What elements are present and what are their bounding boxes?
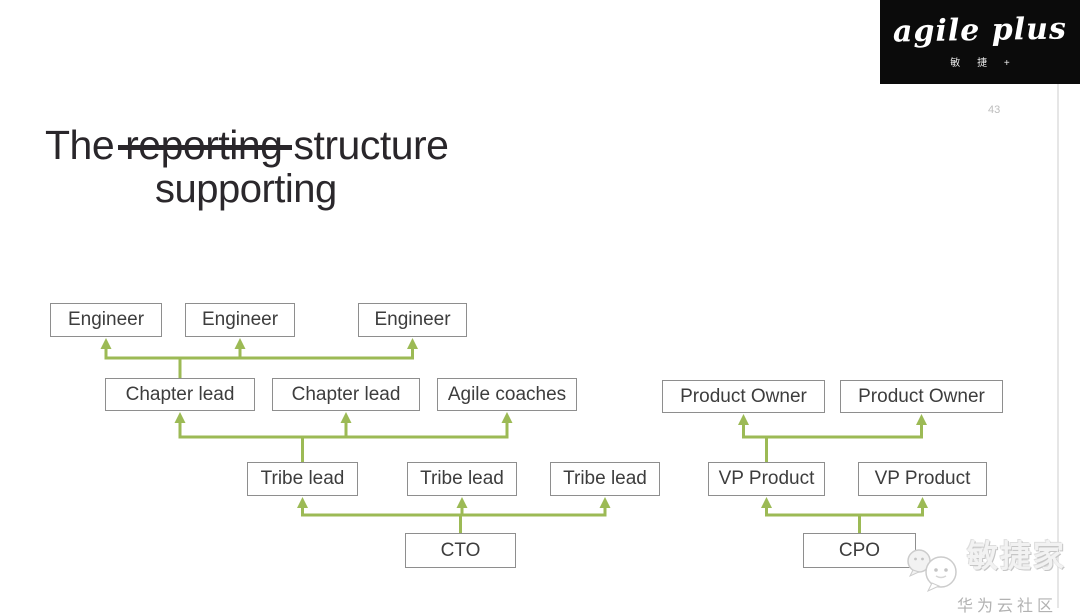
org-node-po2: Product Owner (840, 380, 1003, 413)
org-node-tl2: Tribe lead (407, 462, 517, 496)
slide-title-block: The reporting structure supporting (45, 122, 449, 212)
right-edge-divider (1057, 84, 1059, 608)
org-node-eng3: Engineer (358, 303, 467, 337)
org-node-vp2: VP Product (858, 462, 987, 496)
page-title: The reporting structure (45, 122, 449, 169)
agile-plus-logo: agile plus 敏 捷 + (880, 0, 1080, 84)
org-node-po1: Product Owner (662, 380, 825, 413)
title-struck-word: reporting (118, 122, 293, 168)
page-number: 43 (988, 104, 1001, 116)
org-node-eng2: Engineer (185, 303, 295, 337)
org-node-vp1: VP Product (708, 462, 825, 496)
org-node-eng1: Engineer (50, 303, 162, 337)
watermark: 敏捷家 华为云社区 (905, 538, 1080, 616)
org-node-ac: Agile coaches (437, 378, 577, 411)
title-prefix: The (45, 122, 115, 168)
org-node-cl2: Chapter lead (272, 378, 420, 411)
org-node-cpo: CPO (803, 533, 916, 568)
logo-tagline: 敏 捷 + (950, 57, 1017, 69)
org-node-tl1: Tribe lead (247, 462, 358, 496)
org-node-cl1: Chapter lead (105, 378, 255, 411)
watermark-brand: 敏捷家 (967, 539, 1066, 574)
watermark-community: 华为云社区 (957, 598, 1058, 615)
org-node-cto: CTO (405, 533, 516, 568)
watermark-row: 敏捷家 (905, 538, 1080, 596)
org-node-tl3: Tribe lead (550, 462, 660, 496)
title-replacement-word: supporting (155, 167, 337, 212)
title-suffix: structure (293, 122, 449, 168)
wechat-bubbles-icon (907, 549, 957, 593)
